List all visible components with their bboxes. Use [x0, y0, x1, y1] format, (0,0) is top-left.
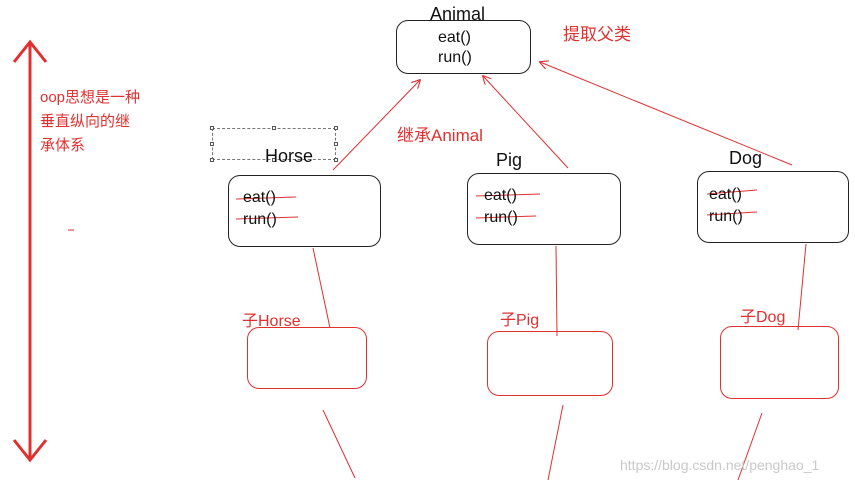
child-label-dog: 子Dog — [740, 309, 786, 326]
arrow-head-top — [12, 39, 48, 63]
class-title-dog: Dog — [729, 148, 763, 168]
resize-handle[interactable] — [334, 126, 338, 130]
child-box-pig[interactable] — [487, 331, 613, 396]
resize-handle[interactable] — [210, 158, 214, 162]
pig-method-run: run() — [484, 209, 518, 226]
resize-handle[interactable] — [210, 142, 214, 146]
child-box-horse[interactable] — [247, 327, 367, 389]
dog-method-run: run() — [709, 208, 743, 225]
resize-handle[interactable] — [334, 142, 338, 146]
class-box-dog[interactable] — [697, 171, 849, 243]
arrow-head-bottom — [12, 439, 48, 463]
parent-method-eat: eat() — [438, 29, 471, 46]
oop-note-line-1: oop思想是一种 — [40, 89, 141, 106]
parent-class-title: Animal — [430, 4, 486, 24]
class-title-pig: Pig — [496, 150, 523, 170]
child-label-pig: 子Pig — [500, 312, 540, 329]
resize-handle[interactable] — [272, 126, 276, 130]
horse-method-eat: eat() — [243, 189, 276, 206]
parent-method-run: run() — [438, 49, 472, 66]
horse-method-run: run() — [243, 211, 277, 228]
oop-note: oop思想是一种 垂直纵向的继 承体系 — [40, 86, 170, 158]
extract-parent-label: 提取父类 — [563, 25, 631, 44]
resize-handle[interactable] — [272, 158, 276, 162]
parent-class-box[interactable] — [396, 20, 531, 74]
child-label-horse: 子Horse — [242, 313, 301, 330]
class-title-horse: Horse — [265, 146, 314, 166]
pig-method-eat: eat() — [484, 187, 517, 204]
arrow-dog-to-animal — [540, 62, 793, 166]
dog-method-eat: eat() — [709, 186, 742, 203]
arrow-pig-to-animal — [483, 76, 569, 169]
class-box-pig[interactable] — [467, 173, 621, 245]
oop-note-line-3: 承体系 — [40, 137, 86, 154]
resize-handle[interactable] — [334, 158, 338, 162]
class-box-horse[interactable] — [228, 175, 381, 247]
inherit-label: 继承Animal — [397, 126, 483, 145]
child-box-dog[interactable] — [720, 326, 839, 399]
watermark: https://blog.csdn.net/penghao_1 — [620, 457, 820, 473]
resize-handle[interactable] — [210, 126, 214, 130]
arrow-horse-to-animal — [332, 80, 420, 171]
oop-note-line-2: 垂直纵向的继 — [40, 113, 131, 130]
